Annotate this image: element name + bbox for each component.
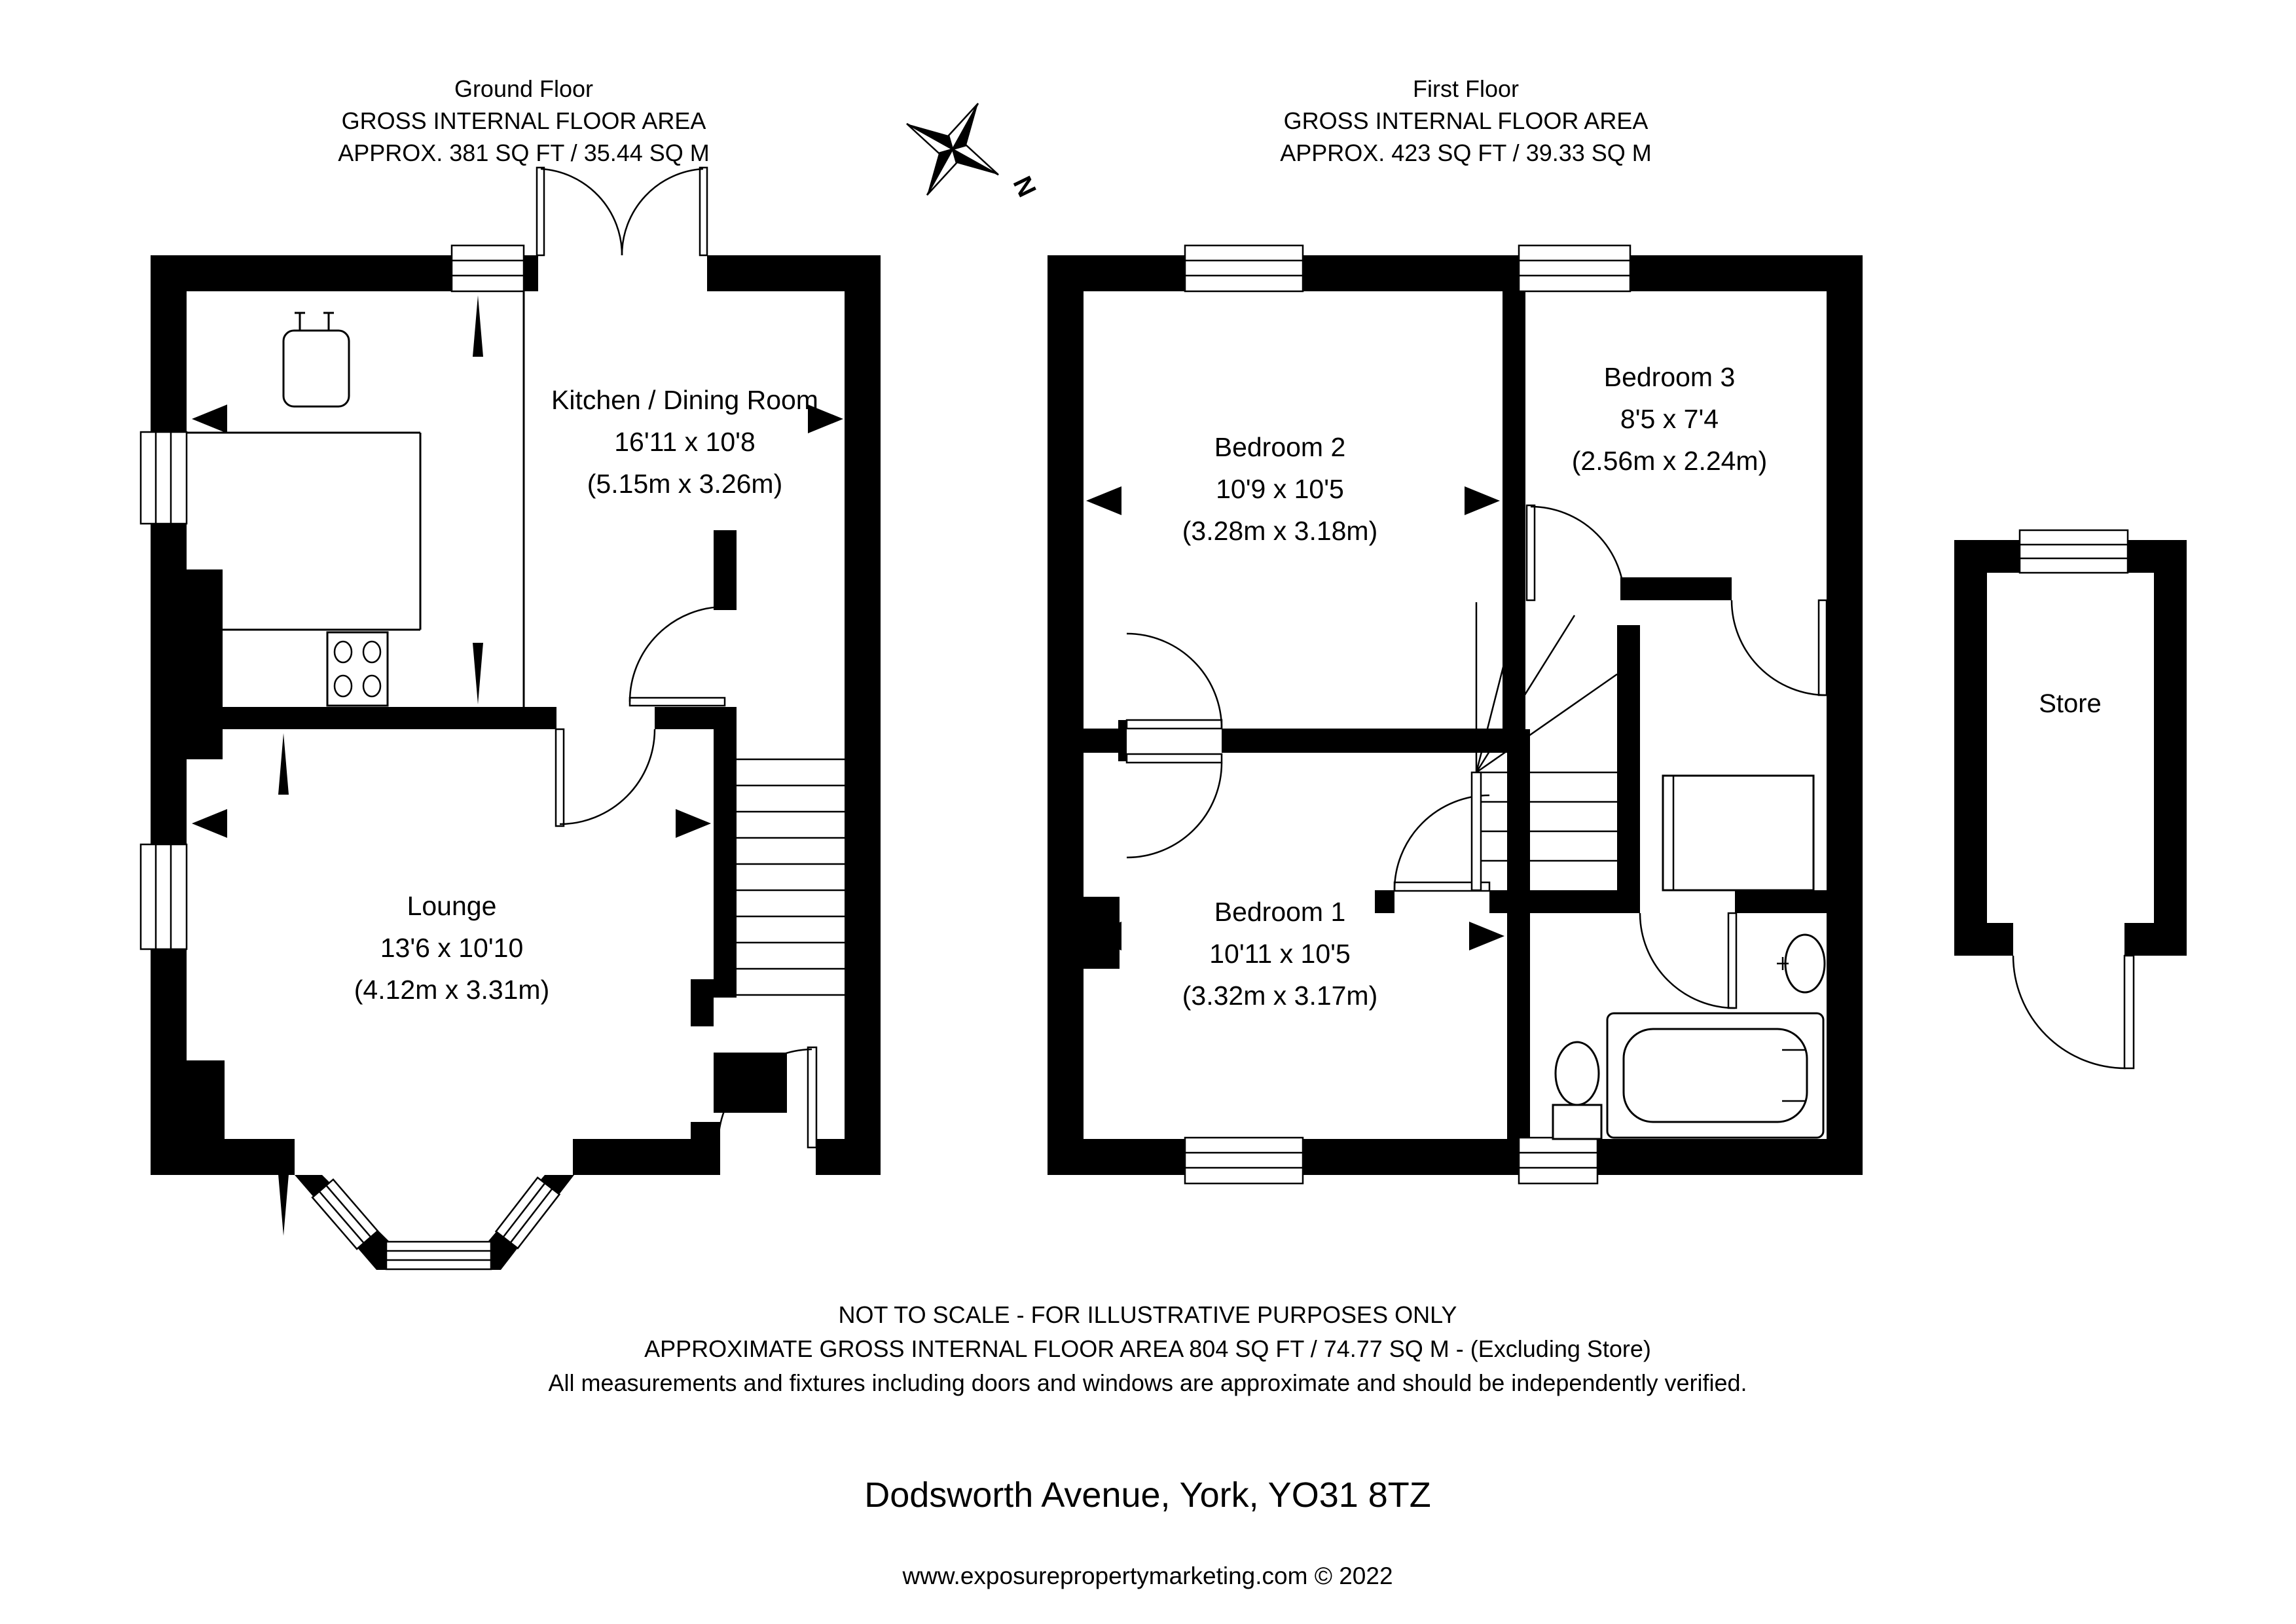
footer-line2: APPROXIMATE GROSS INTERNAL FLOOR AREA 80…: [644, 1335, 1651, 1362]
landing-cupboard: [1662, 774, 1815, 892]
bedroom3-door: [1525, 504, 1626, 602]
first-floor-plan: First Floor GROSS INTERNAL FLOOR AREA AP…: [1048, 75, 1863, 1185]
store-window: [2018, 529, 2129, 574]
ground-floor-subtitle: GROSS INTERNAL FLOOR AREA: [342, 107, 706, 134]
footer-line1: NOT TO SCALE - FOR ILLUSTRATIVE PURPOSES…: [839, 1301, 1457, 1328]
lounge-size-imperial: 13'6 x 10'10: [380, 933, 524, 963]
bedroom1-label: Bedroom 1: [1214, 897, 1346, 927]
bedroom1-size-imperial: 10'11 x 10'5: [1209, 939, 1351, 969]
bay-window-wall: [295, 1175, 574, 1270]
landing-cupboard-door: [1730, 599, 1828, 696]
bathtub: [1606, 1012, 1825, 1139]
bay-window-front-glass: [385, 1240, 492, 1271]
bedroom2-door: [1125, 632, 1223, 730]
kitchen-size-imperial: 16'11 x 10'8: [614, 427, 756, 457]
bedroom1-size-metric: (3.32m x 3.17m): [1182, 981, 1378, 1011]
bedroom2-label: Bedroom 2: [1214, 432, 1346, 462]
store-plan: Store: [1954, 529, 2187, 1070]
lounge-label: Lounge: [407, 891, 497, 921]
first-floor-area: APPROX. 423 SQ FT / 39.33 SQ M: [1280, 139, 1652, 166]
ground-floor-area: APPROX. 381 SQ FT / 35.44 SQ M: [338, 139, 710, 166]
stove: [326, 631, 389, 707]
ground-floor-stairs: [737, 758, 845, 996]
kitchen-hall-door: [629, 605, 726, 707]
bedroom2-size-metric: (3.28m x 3.18m): [1182, 516, 1378, 546]
ground-floor-walls: [151, 255, 881, 1270]
store-walls: [1954, 540, 2187, 956]
kitchen-size-metric: (5.15m x 3.26m): [587, 469, 783, 499]
bay-window-right-glass: [494, 1176, 561, 1250]
kitchen-left-window: [139, 431, 188, 525]
first-floor-walls: [1048, 255, 1863, 1175]
compass-icon: N: [906, 103, 1042, 202]
bathroom-window: [1518, 1136, 1599, 1185]
lounge-size-metric: (4.12m x 3.31m): [354, 975, 550, 1005]
bedroom2-window: [1184, 244, 1304, 293]
basin: [1777, 933, 1826, 994]
lounge-left-window: [139, 843, 188, 950]
kitchen-counter: [187, 291, 525, 707]
bedroom1-dimension-arrows: [1086, 922, 1504, 950]
compass-north-label: N: [1008, 172, 1042, 202]
kitchen-top-window: [450, 244, 525, 293]
footer-disclaimer: NOT TO SCALE - FOR ILLUSTRATIVE PURPOSES…: [548, 1301, 1747, 1396]
bedroom2-dimension-arrows: [1086, 486, 1500, 515]
lounge-dimension-arrows: [192, 733, 711, 1236]
bedroom3-size-imperial: 8'5 x 7'4: [1620, 404, 1719, 434]
bedroom3-window: [1518, 244, 1631, 293]
kitchen-sink: [282, 312, 350, 408]
bedroom1-door: [1125, 753, 1223, 859]
bedroom3-size-metric: (2.56m x 2.24m): [1572, 446, 1768, 476]
bedroom1-window: [1184, 1136, 1304, 1185]
property-address: Dodsworth Avenue, York, YO31 8TZ: [864, 1475, 1431, 1515]
bay-window-left-glass: [311, 1178, 379, 1250]
first-floor-title: First Floor: [1413, 75, 1519, 102]
first-floor-subtitle: GROSS INTERNAL FLOOR AREA: [1284, 107, 1649, 134]
kitchen-dimension-arrows: [192, 295, 843, 704]
ground-floor-plan: Ground Floor GROSS INTERNAL FLOOR AREA A…: [139, 75, 881, 1271]
toilet: [1552, 1041, 1603, 1140]
first-floor-stairs: [1470, 602, 1618, 892]
bedroom2-size-imperial: 10'9 x 10'5: [1216, 474, 1344, 504]
kitchen-label: Kitchen / Dining Room: [551, 385, 818, 415]
landing-door: [1393, 794, 1491, 892]
bathroom-door: [1639, 912, 1738, 1009]
kitchen-lounge-door: [555, 728, 656, 827]
footer-line3: All measurements and fixtures including …: [548, 1369, 1747, 1396]
store-label: Store: [2039, 689, 2102, 718]
store-door: [2012, 954, 2135, 1070]
front-door: [717, 1046, 818, 1149]
bedroom3-label: Bedroom 3: [1604, 362, 1736, 392]
marketing-credit: www.exposurepropertymarketing.com © 2022: [902, 1562, 1393, 1589]
french-doors: [536, 166, 708, 257]
ground-floor-title: Ground Floor: [454, 75, 593, 102]
